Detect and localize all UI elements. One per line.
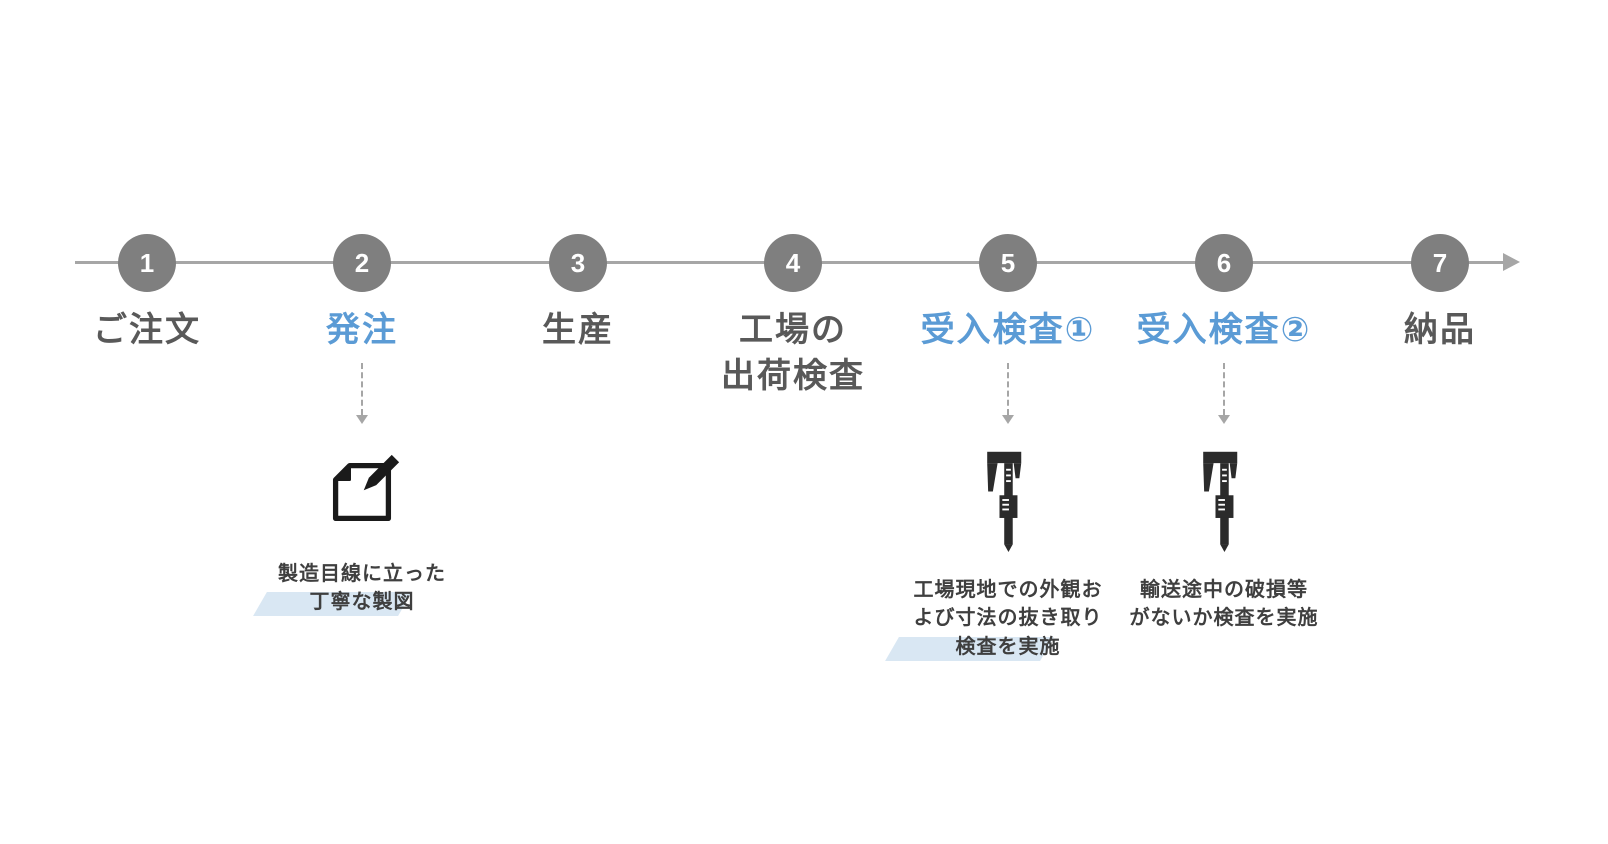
annotation-text: 輸送途中の破損等 がないか検査を実施 [1129, 579, 1319, 630]
step-circle: 3 [549, 234, 607, 292]
step-number: 5 [1000, 247, 1016, 278]
annotation-text: 工場現地での外観お よび寸法の抜き取り 検査を実施 [913, 579, 1103, 658]
caliper-icon [979, 448, 1037, 552]
step-label: 受入検査① [920, 311, 1096, 349]
step-number: 3 [570, 247, 586, 278]
step-1: 1 ご注文 [7, 234, 287, 354]
step-label: 生産 [542, 311, 614, 349]
step-5: 5 受入検査① [868, 234, 1148, 354]
timeline-arrow-icon [1503, 253, 1520, 271]
step-2: 2 発注 [222, 234, 502, 354]
annotation-note: 工場現地での外観お よび寸法の抜き取り 検査を実施 [884, 576, 1103, 662]
down-arrow-icon [1002, 415, 1014, 424]
document-edit-icon [318, 448, 406, 536]
annotation-note: 製造目線に立った 丁寧な製図 [253, 560, 446, 617]
step-label: 納品 [1404, 311, 1476, 349]
step-circle: 4 [764, 234, 822, 292]
annotation-note: 輸送途中の破損等 がないか検査を実施 [1130, 576, 1319, 633]
dashed-connector [1007, 363, 1009, 415]
step-6: 6 受入検査② [1084, 234, 1364, 354]
annotation-step-2: 製造目線に立った 丁寧な製図 [197, 363, 527, 617]
annotation-text: 製造目線に立った 丁寧な製図 [278, 563, 446, 614]
step-number: 6 [1216, 247, 1232, 278]
step-circle: 1 [118, 234, 176, 292]
step-label: 工場の 出荷検査 [721, 311, 865, 395]
step-number: 4 [785, 247, 801, 278]
step-circle: 7 [1411, 234, 1469, 292]
down-arrow-icon [356, 415, 368, 424]
dashed-connector [361, 363, 363, 415]
annotation-step-5: 工場現地での外観お よび寸法の抜き取り 検査を実施 [843, 363, 1173, 662]
step-circle: 6 [1195, 234, 1253, 292]
step-label: 発注 [326, 311, 398, 349]
step-number: 7 [1432, 247, 1448, 278]
step-label: ご注文 [93, 311, 201, 349]
step-number: 1 [139, 247, 155, 278]
down-arrow-icon [1218, 415, 1230, 424]
dashed-connector [1223, 363, 1225, 415]
step-circle: 5 [979, 234, 1037, 292]
step-7: 7 納品 [1300, 234, 1580, 354]
step-label: 受入検査② [1136, 311, 1312, 349]
step-circle: 2 [333, 234, 391, 292]
annotation-step-6: 輸送途中の破損等 がないか検査を実施 [1059, 363, 1389, 633]
step-3: 3 生産 [438, 234, 718, 354]
step-4: 4 工場の 出荷検査 [653, 234, 933, 400]
caliper-icon [1195, 448, 1253, 552]
step-number: 2 [354, 247, 370, 278]
